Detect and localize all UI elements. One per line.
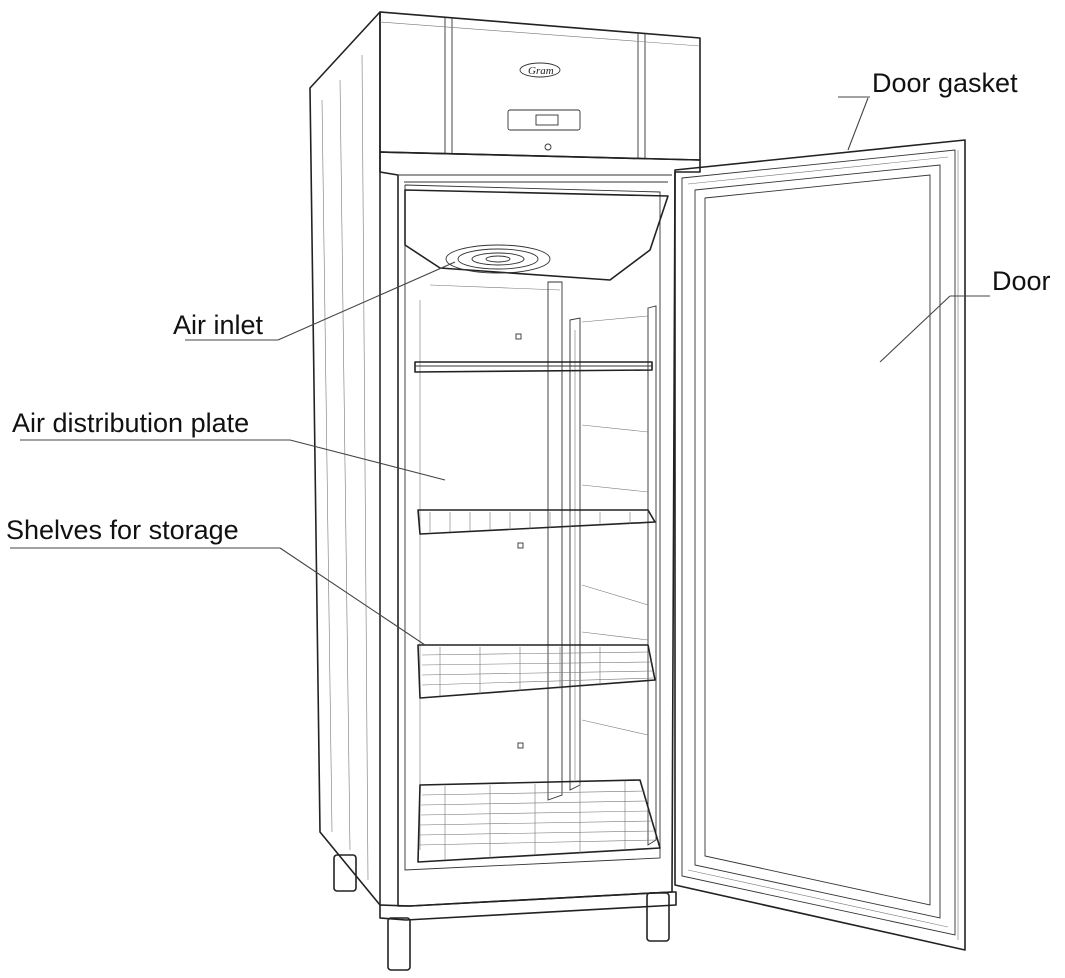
control-panel bbox=[379, 11, 701, 161]
air-inlet-housing bbox=[404, 189, 669, 291]
cabinet-interior bbox=[404, 184, 661, 871]
shelf-2 bbox=[417, 509, 656, 535]
air-distribution-plate-label: Air distribution plate bbox=[12, 408, 250, 438]
air-distribution-plate bbox=[515, 281, 657, 846]
brand-logo: Gram bbox=[519, 62, 561, 78]
open-door bbox=[674, 139, 966, 951]
leader-lines bbox=[10, 96, 990, 646]
cabinet-side-panel bbox=[309, 11, 381, 906]
shelves-for-storage-label: Shelves for storage bbox=[6, 515, 239, 545]
shelf-1 bbox=[414, 361, 653, 373]
door-label: Door bbox=[992, 266, 1051, 296]
shelf-3 bbox=[417, 644, 656, 699]
cabinet-front-frame bbox=[379, 151, 701, 921]
door-gasket-label: Door gasket bbox=[872, 68, 1018, 98]
air-inlet-label: Air inlet bbox=[173, 310, 264, 340]
cabinet-legs bbox=[333, 854, 670, 971]
brand-logo-text: Gram bbox=[528, 65, 554, 77]
shelf-4 bbox=[417, 779, 661, 863]
